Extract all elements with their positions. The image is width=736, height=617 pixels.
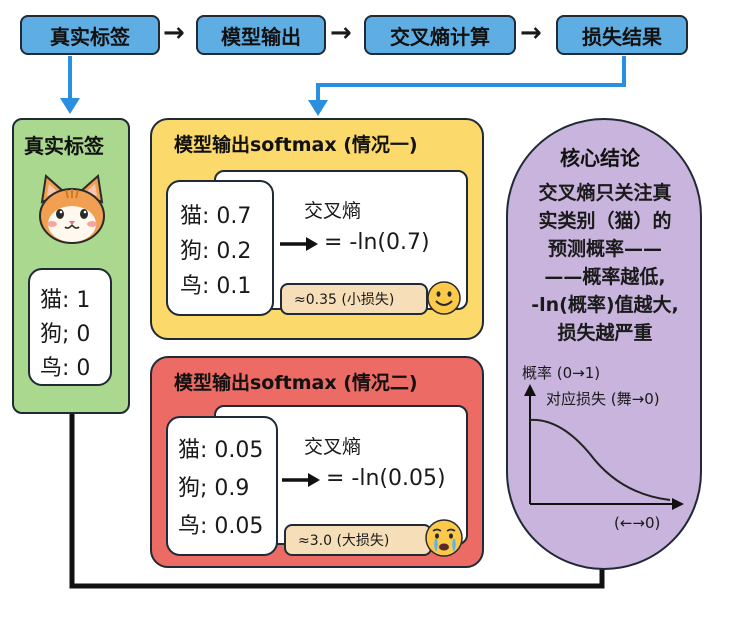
flow-arrow-1: →	[163, 18, 185, 48]
flow-step-loss-result: 损失结果	[556, 15, 688, 55]
conclusion-line-3: 预测概率——	[547, 238, 662, 260]
case2-title: 模型输出softmax (情况二)	[174, 372, 418, 394]
conclusion-line-4: ——概率越低,	[544, 266, 666, 288]
case1-result-tag: ≈0.35 (小损失)	[280, 283, 428, 315]
case2-formula: = -ln(0.05)	[326, 466, 446, 491]
loss-curve	[529, 418, 671, 501]
conclusion-panel	[506, 118, 702, 570]
conclusion-line-1: 交叉熵只关注真	[538, 182, 672, 204]
cat-icon	[39, 174, 105, 244]
case2-probs-box	[166, 416, 278, 556]
label-cat: 猫: 1	[40, 288, 91, 313]
flow-arrow-3: →	[520, 18, 542, 48]
flow-step-cross-entropy: 交叉熵计算	[364, 15, 516, 55]
conclusion-line-6: 损失越严重	[557, 322, 653, 344]
true-label-title: 真实标签	[24, 134, 104, 158]
happy-face-icon	[427, 281, 461, 315]
conclusion-title: 核心结论	[560, 146, 640, 170]
flow-step-true-label: 真实标签	[20, 15, 160, 55]
case2-result-tag: ≈3.0 (大损失)	[284, 524, 432, 556]
crying-face-icon	[425, 519, 463, 557]
flow-arrow-2: →	[330, 18, 352, 48]
case2-prob-cat: 猫: 0.05	[178, 438, 264, 463]
label-bird: 鸟: 0	[40, 356, 91, 381]
case1-ce-label: 交叉熵	[304, 200, 362, 222]
graph-ylabel: 概率 (0→1)	[522, 364, 601, 382]
case1-prob-bird: 鸟: 0.1	[180, 274, 252, 299]
loss-curve-graph	[524, 384, 684, 510]
graph-xlabel: (←→0)	[614, 514, 661, 532]
case2-prob-bird: 鸟: 0.05	[178, 514, 264, 539]
conclusion-line-5: -ln(概率)值越大,	[531, 294, 679, 316]
label-dog: 狗; 0	[40, 322, 91, 347]
case2-arrow	[282, 473, 320, 487]
conclusion-line-2: 实类别（猫）的	[538, 210, 672, 232]
case1-prob-dog: 狗: 0.2	[180, 239, 252, 264]
graph-series-label: 对应损失 (舞→0)	[546, 390, 660, 408]
flow-step-model-output: 模型输出	[196, 15, 326, 55]
case1-prob-cat: 猫: 0.7	[180, 204, 252, 229]
case1-arrow	[280, 237, 318, 251]
case1-formula: = -ln(0.7)	[324, 230, 430, 255]
case1-probs-box	[166, 180, 274, 316]
true-label-values	[28, 268, 112, 386]
case1-title: 模型输出softmax (情况一)	[174, 134, 418, 156]
case2-prob-dog: 狗; 0.9	[178, 476, 250, 501]
case2-ce-label: 交叉熵	[304, 436, 362, 458]
